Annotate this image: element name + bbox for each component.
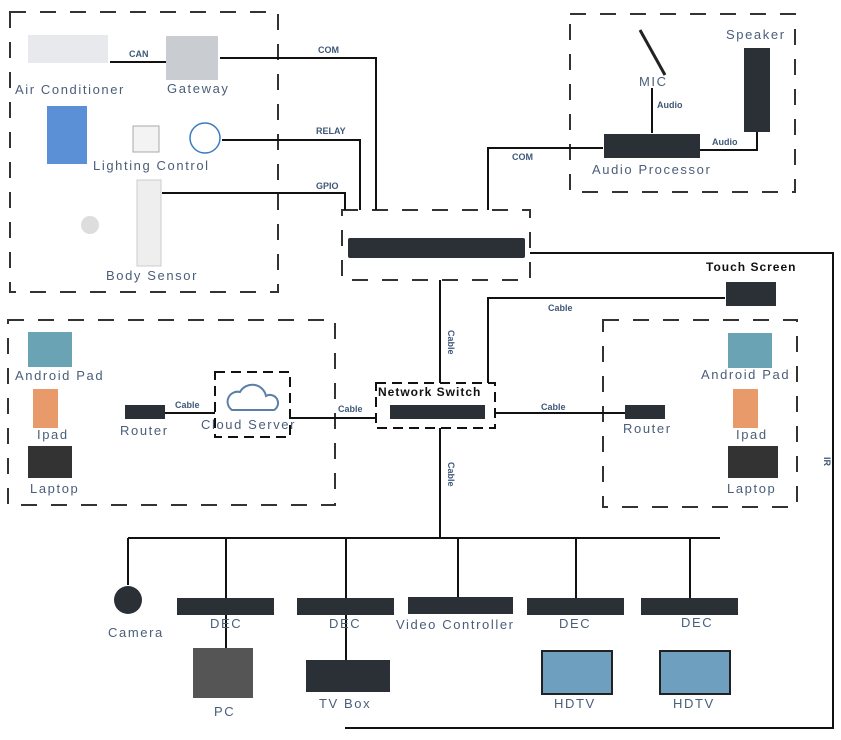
controller-group xyxy=(341,209,531,281)
audio-processor-label: Audio Processor xyxy=(592,162,712,177)
body-sensor-panel xyxy=(136,179,162,267)
smart-home-group xyxy=(9,11,279,293)
cloud-server-group xyxy=(214,371,291,438)
right-laptop-label: Laptop xyxy=(727,481,777,496)
dec-device-2 xyxy=(297,598,394,615)
right-android-pad-label: Android Pad xyxy=(701,367,791,382)
hdtv-label-1: HDTV xyxy=(554,696,596,711)
dec-device-3 xyxy=(527,598,624,615)
cloud-server-icon xyxy=(226,383,280,411)
can-label: CAN xyxy=(129,49,149,59)
network-switch-device xyxy=(390,405,485,419)
pc-device xyxy=(193,648,253,698)
speaker-device xyxy=(744,48,770,132)
dec-device-1 xyxy=(177,598,274,615)
lighting-control-label: Lighting Control xyxy=(93,158,210,173)
gateway-label: Gateway xyxy=(167,81,230,96)
router-cable-label: Cable xyxy=(175,400,200,410)
switch-panel xyxy=(132,125,160,153)
cloud-server-label: Cloud Server xyxy=(201,417,297,432)
right-ipad xyxy=(733,389,758,428)
dec-label-4: DEC xyxy=(681,615,714,630)
touch-cable-label: Cable xyxy=(548,303,573,313)
video-controller-device xyxy=(408,597,513,614)
left-android-pad-label: Android Pad xyxy=(15,368,105,383)
left-laptop xyxy=(28,446,72,478)
left-ipad-label: Ipad xyxy=(37,427,69,442)
ir-label: IR xyxy=(822,457,832,466)
switch-cloud-cable-label: Cable xyxy=(338,404,363,414)
right-router-label: Router xyxy=(623,421,672,436)
switch-group xyxy=(375,382,496,429)
motion-sensor xyxy=(81,216,99,234)
right-router-device xyxy=(625,405,665,419)
hdtv-label-2: HDTV xyxy=(673,696,715,711)
speaker-label: Speaker xyxy=(726,27,786,42)
speaker-audio-label: Audio xyxy=(712,137,738,147)
right-ipad-label: Ipad xyxy=(736,427,768,442)
tv-box-label: TV Box xyxy=(319,696,372,711)
com-label: COM xyxy=(318,45,339,55)
right-laptop xyxy=(728,446,778,478)
mic-label: MIC xyxy=(639,74,668,89)
air-conditioner-device xyxy=(28,35,108,63)
ir-link xyxy=(345,252,834,729)
hdtv-device-2 xyxy=(659,650,731,695)
switch-router-cable-label: Cable xyxy=(541,402,566,412)
gpio-label: GPIO xyxy=(316,181,339,191)
audio-processor-device xyxy=(604,134,700,158)
bus-cable-label: Cable xyxy=(446,462,456,487)
camera-device xyxy=(114,586,142,614)
smartphone-device xyxy=(47,106,87,164)
touch-link xyxy=(487,297,725,383)
left-network-group xyxy=(7,319,336,506)
gateway-device xyxy=(166,36,218,80)
relay-label: RELAY xyxy=(316,126,346,136)
video-controller-label: Video Controller xyxy=(396,617,515,632)
audio-com-link xyxy=(487,147,603,210)
speaker-link xyxy=(700,132,758,151)
touch-screen-device xyxy=(726,282,776,306)
relay-link xyxy=(222,139,361,210)
camera-label: Camera xyxy=(108,625,164,640)
left-android-pad xyxy=(28,332,72,367)
central-controller-device xyxy=(348,238,525,258)
com-link xyxy=(220,57,377,210)
touch-screen-label: Touch Screen xyxy=(706,260,797,274)
pc-label: PC xyxy=(214,704,236,719)
mic-stand xyxy=(638,29,667,76)
tv-box-device xyxy=(306,660,390,692)
dec-label-2: DEC xyxy=(329,616,362,631)
dec-label-3: DEC xyxy=(559,616,592,631)
right-android-pad xyxy=(728,333,772,368)
bulb-icon xyxy=(189,122,221,154)
left-ipad xyxy=(33,389,58,428)
dec-device-4 xyxy=(641,598,738,615)
gpio-link xyxy=(162,192,346,210)
left-laptop-label: Laptop xyxy=(30,481,80,496)
mic-audio-label: Audio xyxy=(657,100,683,110)
hdtv-device-1 xyxy=(541,650,613,695)
body-sensor-label: Body Sensor xyxy=(106,268,199,283)
left-router-label: Router xyxy=(120,423,169,438)
controller-cable-label: Cable xyxy=(446,330,456,355)
audio-com-label: COM xyxy=(512,152,533,162)
network-switch-label: Network Switch xyxy=(378,385,482,399)
dec-label-1: DEC xyxy=(210,616,243,631)
air-conditioner-label: Air Conditioner xyxy=(15,82,125,97)
left-router-device xyxy=(125,405,165,419)
audio-group xyxy=(569,13,796,193)
